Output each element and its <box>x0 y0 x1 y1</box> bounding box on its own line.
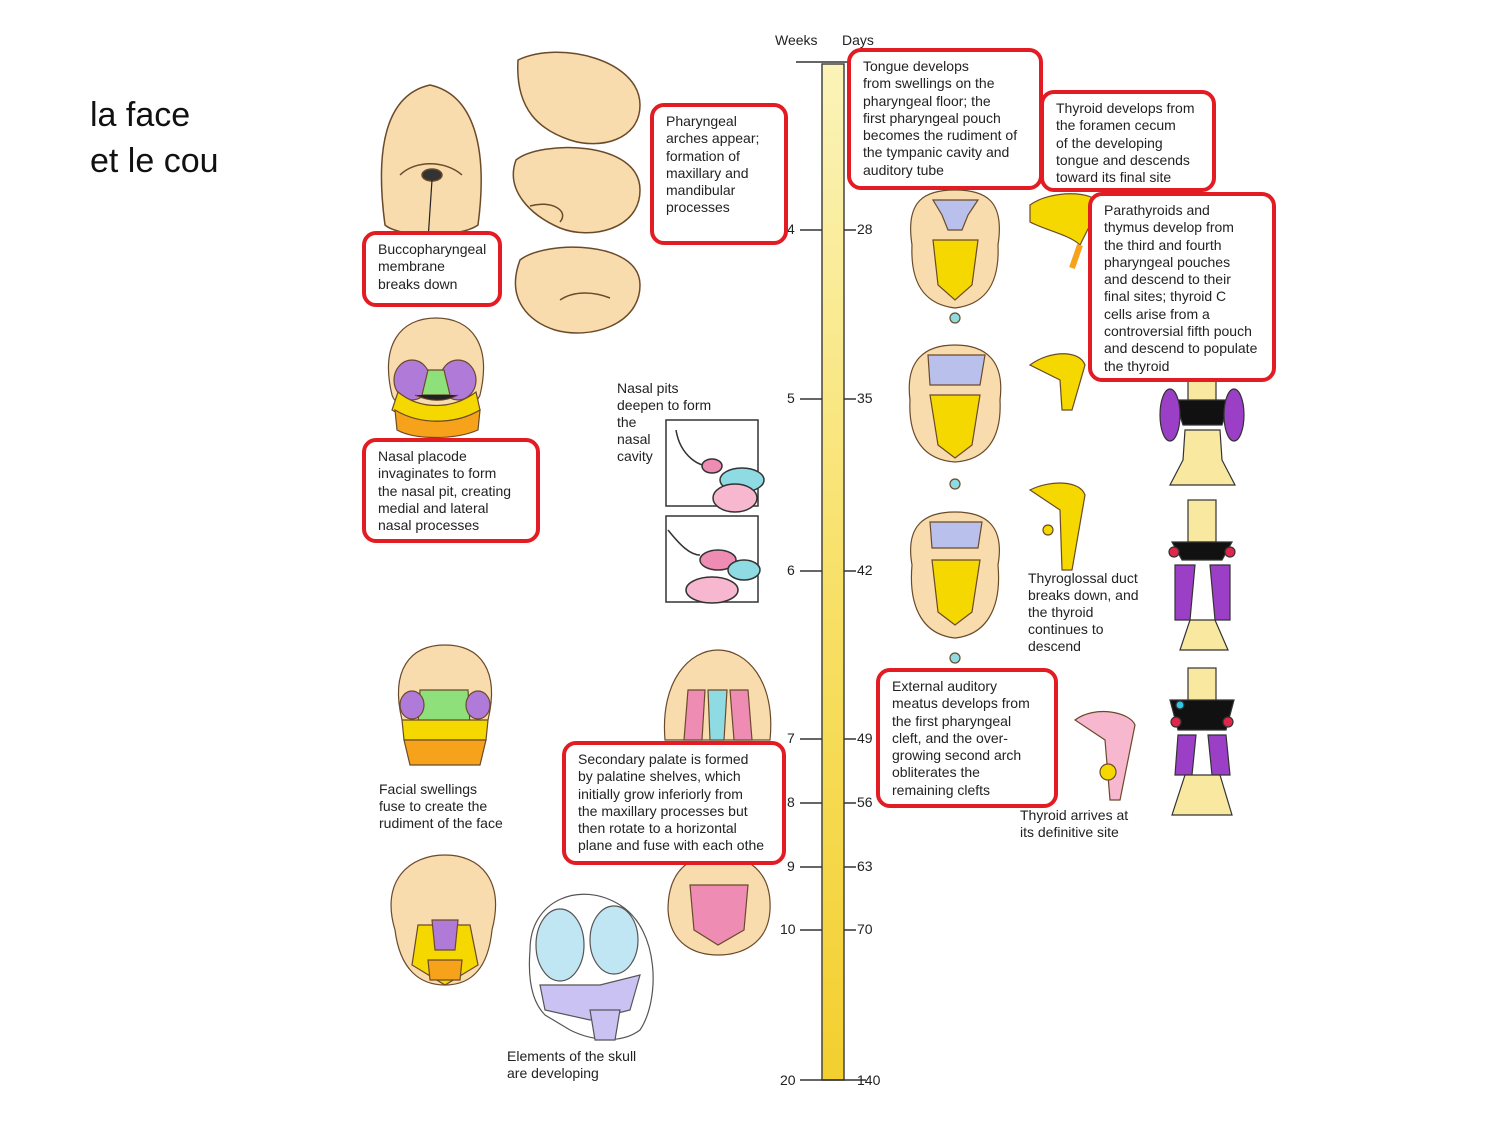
face-week-7 <box>397 644 493 766</box>
callout-pharyngeal-arches: Pharyngeal arches appear; formation of m… <box>650 103 788 245</box>
palate-views <box>663 649 772 956</box>
callout-thyroid: Thyroid develops from the foramen cecum … <box>1040 90 1216 192</box>
face-week-5 <box>387 317 485 439</box>
thyroid-gland-views <box>1159 364 1245 816</box>
day-tick: 63 <box>857 858 873 874</box>
face-week-10 <box>390 854 497 986</box>
callout-tongue: Tongue develops from swellings on the ph… <box>847 48 1043 190</box>
callout-nasal-placode: Nasal placode invaginates to form the na… <box>362 438 540 543</box>
title-line-2: et le cou <box>90 142 219 180</box>
weeks-axis-label: Weeks <box>775 32 818 48</box>
day-tick: 35 <box>857 390 873 406</box>
day-tick: 28 <box>857 221 873 237</box>
caption-thyroglossal: Thyroglossal duct breaks down, and the t… <box>1028 570 1139 654</box>
week-tick: 6 <box>787 562 795 578</box>
week-tick: 8 <box>787 794 795 810</box>
caption-nasal-pits: Nasal pits deepen to form the nasal cavi… <box>617 380 712 464</box>
week-tick: 4 <box>787 221 795 237</box>
week-tick: 10 <box>780 921 796 937</box>
embryo-front-view <box>380 84 482 241</box>
week-tick: 7 <box>787 730 795 746</box>
days-axis-label: Days <box>842 32 874 48</box>
week-tick: 20 <box>780 1072 796 1088</box>
tongue-sections <box>908 189 1002 664</box>
caption-thyroid-arrives: Thyroid arrives at its definitive site <box>1020 807 1129 840</box>
day-tick: 70 <box>857 921 873 937</box>
nasal-pit-panels <box>665 419 765 604</box>
caption-skull: Elements of the skull are developing <box>507 1048 637 1081</box>
timeline-bar <box>796 61 876 1081</box>
day-tick: 42 <box>857 562 873 578</box>
day-tick: 49 <box>857 730 873 746</box>
skull-illustration <box>528 893 654 1041</box>
embryo-lateral-views <box>512 51 641 334</box>
day-tick: 140 <box>857 1072 881 1088</box>
caption-facial-swellings: Facial swellings fuse to create the rudi… <box>379 781 503 831</box>
callout-secondary-palate: Secondary palate is formed by palatine s… <box>562 741 786 865</box>
week-tick: 9 <box>787 858 795 874</box>
week-tick: 5 <box>787 390 795 406</box>
callout-buccopharyngeal: Buccopharyngeal membrane breaks down <box>362 231 502 307</box>
day-tick: 56 <box>857 794 873 810</box>
slide-title: la face et le cou <box>90 92 219 184</box>
callout-parathyroids: Parathyroids and thymus develop from the… <box>1088 192 1276 382</box>
title-line-1: la face <box>90 96 191 134</box>
timeline-ticks <box>800 229 856 931</box>
callout-external-auditory: External auditory meatus develops from t… <box>876 668 1058 808</box>
